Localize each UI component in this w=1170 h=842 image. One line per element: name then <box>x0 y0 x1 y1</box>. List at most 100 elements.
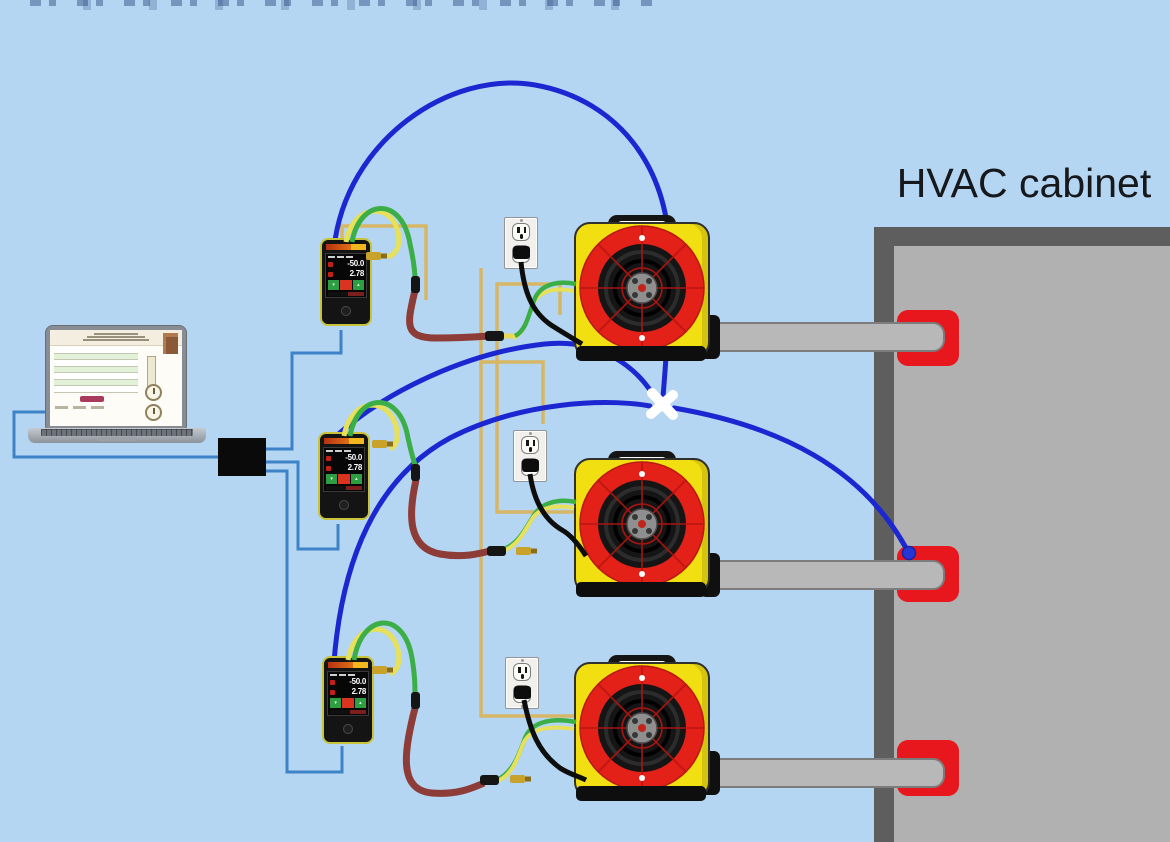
green-fan-tube-3 <box>495 718 577 783</box>
yellow-fan-tube-3 <box>494 725 575 784</box>
gauge2-flow-reading: 2.78 <box>347 463 363 472</box>
gauge2-button-middle[interactable] <box>338 474 350 484</box>
brass-fitting-2-tip <box>387 441 393 447</box>
fan2-base <box>576 582 706 597</box>
tan-cord-stub-outlet2 <box>481 360 545 424</box>
flow-icon <box>326 465 331 471</box>
blower-fan-1 <box>574 215 710 361</box>
gauge2-bottom-bar <box>326 486 362 490</box>
brass-fitting-2-dangling <box>516 547 531 555</box>
outlet2-top-receptacle[interactable] <box>521 436 539 454</box>
gauge1-pressure-reading: -50.0 <box>347 259 364 268</box>
brass-fitting-3-dangling-tip <box>525 776 531 782</box>
fan3-power-plug[interactable] <box>514 686 531 699</box>
pressure-gauge-2: -50.0 2.78 ▾ ▴ <box>318 432 370 520</box>
gauge1-brand-logo-icon <box>326 244 366 250</box>
gauge2-button-left[interactable]: ▾ <box>326 474 338 484</box>
software-titlebar <box>50 330 182 346</box>
software-dial-gauge-2 <box>145 404 162 421</box>
brass-fitting-2 <box>372 440 387 448</box>
cropped-title-fragment <box>30 0 660 6</box>
laptop-touchpad[interactable] <box>99 437 135 441</box>
duct-middle <box>713 560 945 590</box>
gauge3-button-middle[interactable] <box>342 698 354 708</box>
pressure-icon <box>328 261 333 267</box>
fan1-face <box>579 225 705 351</box>
tube-coupler-1b <box>485 331 504 341</box>
gauge3-statusbar <box>330 674 366 676</box>
tube-coupler-2b <box>487 546 506 556</box>
gauge2-screen[interactable]: -50.0 2.78 ▾ ▴ <box>323 447 365 492</box>
wall-outlet-2 <box>513 430 547 482</box>
gauge2-tubing <box>341 400 589 560</box>
pressure-gauge-3: -50.0 2.78 ▾ ▴ <box>322 656 374 744</box>
gauge2-statusbar <box>326 450 362 452</box>
outlet1-top-receptacle[interactable] <box>512 223 530 241</box>
cropped-title-fragment-2 <box>60 0 620 10</box>
flow-icon <box>330 689 335 695</box>
gauge1-bottom-bar <box>328 292 364 296</box>
maroon-hose-1 <box>406 289 490 342</box>
gauge1-button-left[interactable]: ▾ <box>328 280 340 290</box>
gauge1-tubing <box>343 206 584 347</box>
pressure-icon <box>330 679 335 685</box>
laptop-keyboard-base[interactable] <box>28 428 206 443</box>
maroon-hose-3 <box>402 707 486 797</box>
gauge3-home-button[interactable] <box>343 724 353 734</box>
fan2-face <box>579 461 705 587</box>
gauge1-button-right[interactable]: ▴ <box>352 280 364 290</box>
laptop-keyboard[interactable] <box>41 429 193 436</box>
gauge3-screen[interactable]: -50.0 2.78 ▾ ▴ <box>327 671 369 716</box>
usb-hub <box>218 438 266 476</box>
yellow-fan-tube-2 <box>501 504 575 553</box>
tube-coupler-2a <box>411 464 420 481</box>
software-red-button[interactable] <box>80 396 104 402</box>
pressure-gauge-1: -50.0 2.78 ▾ ▴ <box>320 238 372 326</box>
white-tube-tee <box>646 388 678 420</box>
wall-outlet-1 <box>504 217 538 269</box>
gauge2-button-right[interactable]: ▴ <box>350 474 362 484</box>
gauge1-screen[interactable]: -50.0 2.78 ▾ ▴ <box>325 253 367 298</box>
fan1-power-plug[interactable] <box>513 246 530 259</box>
wall-outlet-3 <box>505 657 539 709</box>
gauge2-brand-logo-icon <box>324 438 364 444</box>
gauge2-home-button[interactable] <box>339 500 349 510</box>
gauge1-button-middle[interactable] <box>340 280 352 290</box>
flow-icon <box>328 271 333 277</box>
gauge1-statusbar <box>328 256 364 258</box>
hvac-cabinet-label: HVAC cabinet <box>896 160 1152 206</box>
laptop-screen <box>46 326 186 430</box>
gauge3-button-left[interactable]: ▾ <box>330 698 342 708</box>
tan-cord-run-to-fan3 <box>479 268 578 718</box>
gauge3-brand-logo-icon <box>328 662 368 668</box>
duct-bottom <box>713 758 945 788</box>
brass-fitting-3 <box>372 666 387 674</box>
tube-coupler-3b <box>480 775 499 785</box>
brass-fitting-3-tip <box>387 667 393 673</box>
gauge3-flow-reading: 2.78 <box>351 687 367 696</box>
duct-top <box>713 322 945 352</box>
gauge3-pressure-reading: -50.0 <box>349 677 366 686</box>
software-data-table[interactable] <box>54 347 138 393</box>
gauge3-tubing <box>345 620 588 797</box>
gauge2-pressure-reading: -50.0 <box>345 453 362 462</box>
software-footer-fields <box>55 406 104 409</box>
brass-fitting-1-tip <box>381 253 387 259</box>
gauge1-home-button[interactable] <box>341 306 351 316</box>
power-cord-1 <box>518 261 584 347</box>
gauge3-bottom-bar <box>330 710 366 714</box>
green-fan-tube-1 <box>513 280 577 339</box>
outlet3-top-receptacle[interactable] <box>513 663 531 681</box>
fan1-base <box>576 346 706 361</box>
software-dial-gauge-1 <box>145 384 162 401</box>
maroon-hose-2 <box>408 479 491 560</box>
software-photo-thumbnail <box>163 333 178 354</box>
green-fan-tube-2 <box>503 498 577 552</box>
gauge3-button-right[interactable]: ▴ <box>354 698 366 708</box>
blower-fan-3 <box>574 655 710 801</box>
gauge1-flow-reading: 2.78 <box>349 269 365 278</box>
yellow-fan-tube-1 <box>512 287 574 340</box>
fan3-face <box>579 665 705 791</box>
fan2-power-plug[interactable] <box>522 459 539 472</box>
